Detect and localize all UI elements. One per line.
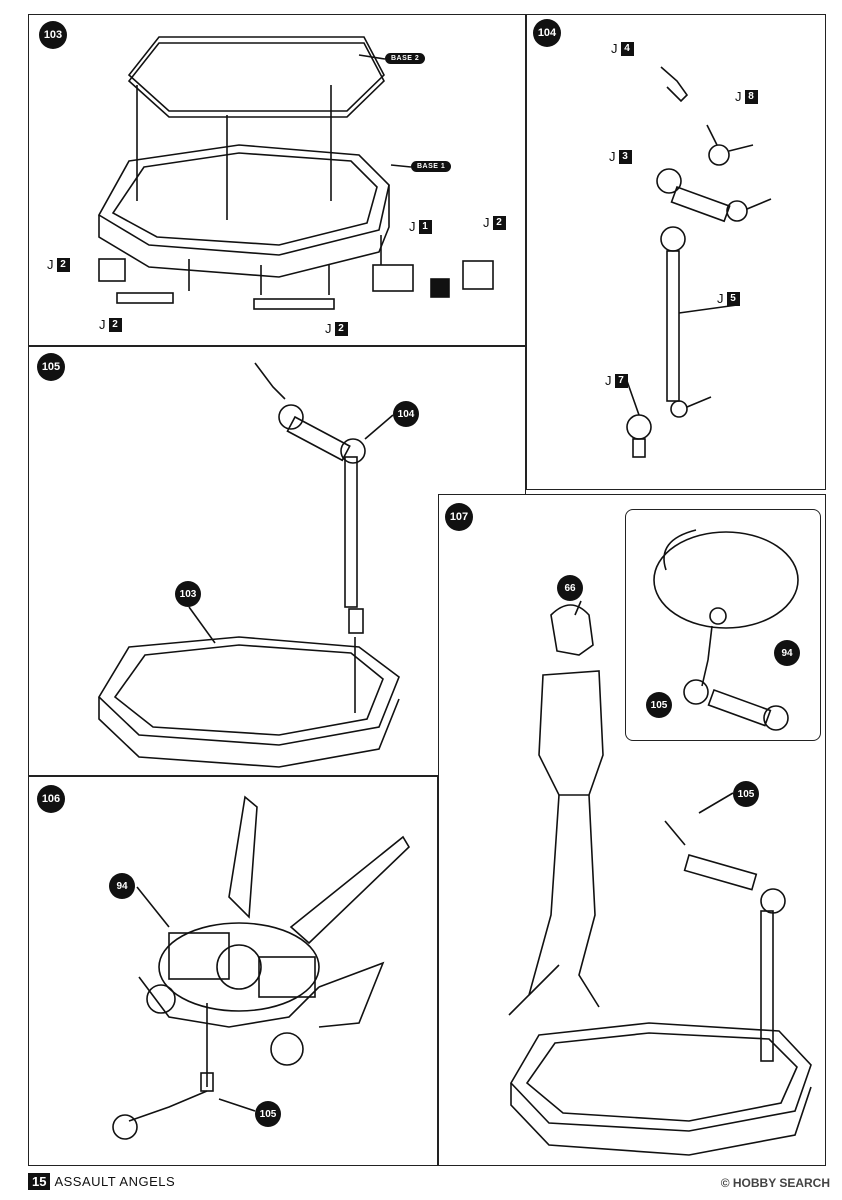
base-1-label: BASE 1 bbox=[411, 161, 452, 172]
step-104-badge: 104 bbox=[533, 19, 561, 47]
ref-104-badge: 104 bbox=[393, 401, 419, 427]
base-2-label: BASE 2 bbox=[385, 53, 426, 64]
step-107-badge: 107 bbox=[445, 503, 473, 531]
ref-66-badge: 66 bbox=[557, 575, 583, 601]
step-107-drawing bbox=[508, 600, 812, 1156]
ref-105-badge-main: 105 bbox=[733, 781, 759, 807]
step-107-panel: 107 66 105 94 105 bbox=[438, 494, 826, 1166]
step-105-badge: 105 bbox=[37, 353, 65, 381]
step-106-panel: 106 94 105 bbox=[28, 776, 438, 1166]
step-103-badge: 103 bbox=[39, 21, 67, 49]
page-number: 15 bbox=[28, 1173, 51, 1190]
step-107-inset: 94 105 bbox=[625, 509, 821, 741]
ref-105-badge: 105 bbox=[255, 1101, 281, 1127]
watermark: © HOBBY SEARCH bbox=[720, 1176, 830, 1190]
inset-drawing bbox=[653, 529, 799, 731]
page-footer: 15 ASSAULT ANGELS bbox=[28, 1173, 175, 1190]
step-105-drawing bbox=[97, 362, 400, 768]
page-title: ASSAULT ANGELS bbox=[54, 1174, 176, 1189]
ref-94-badge: 94 bbox=[109, 873, 135, 899]
step-106-drawing bbox=[112, 795, 411, 1140]
ref-103-badge: 103 bbox=[175, 581, 201, 607]
inset-ref-94-badge: 94 bbox=[774, 640, 800, 666]
inset-ref-105-badge: 105 bbox=[646, 692, 672, 718]
step-104-drawing bbox=[626, 66, 772, 458]
step-106-badge: 106 bbox=[37, 785, 65, 813]
step-103-drawing bbox=[97, 36, 494, 310]
